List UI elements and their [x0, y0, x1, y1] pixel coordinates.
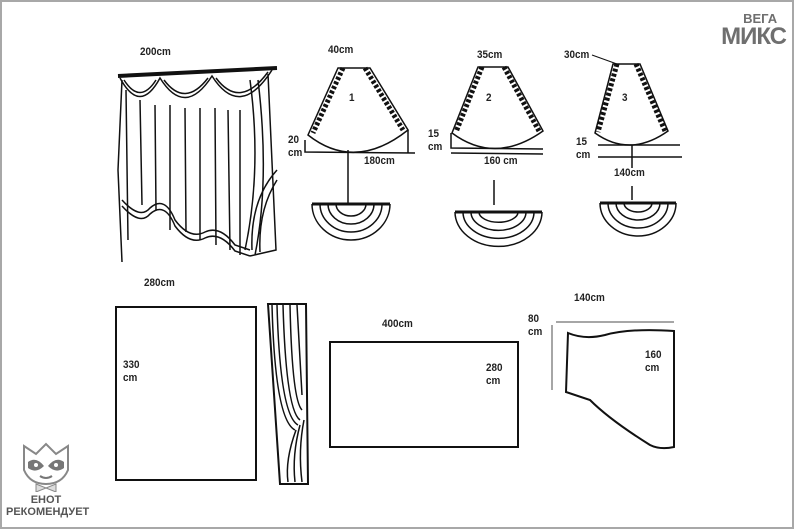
piece3-side-label: 15 cm [576, 136, 591, 161]
piece1-top-label: 40cm [328, 44, 354, 56]
rect-width-label: 400cm [382, 318, 413, 330]
swag-pattern-2 [450, 65, 544, 248]
racoon-icon [23, 442, 69, 492]
rect-height-label: 280 cm [486, 362, 503, 387]
piece3-bottom-label: 140cm [614, 167, 645, 179]
piece3-top-label: 30cm [564, 49, 590, 61]
piece1-side-label: 20 cm [288, 134, 303, 159]
piece2-top-label: 35cm [477, 49, 503, 61]
piece1-number: 1 [349, 92, 355, 104]
piece2-number: 2 [486, 92, 492, 104]
racoon-badge: ЕНОТ РЕКОМЕНДУЕТ [6, 440, 89, 518]
panel-height-label: 330 cm [123, 359, 140, 384]
shaped-width-label: 140cm [574, 292, 605, 304]
curtain-width-label: 200cm [140, 46, 171, 58]
curtain-illustration [117, 66, 278, 263]
piece3-number: 3 [622, 92, 628, 104]
piece1-bottom-label: 180cm [364, 155, 395, 167]
vega-miks-logo: ВЕГА МИКС [721, 11, 787, 50]
piece2-bottom-label: 160 cm [484, 155, 518, 167]
shaped-pattern [564, 329, 675, 450]
panel-rectangle [115, 306, 257, 481]
valance-rectangle [329, 341, 519, 448]
panel-width-label: 280cm [144, 277, 175, 289]
shaped-height-label: 160 cm [645, 349, 662, 374]
swag-pattern-3 [591, 54, 682, 237]
piece2-side-label: 15 cm [428, 128, 443, 153]
side-drape-illustration [266, 303, 310, 485]
swag-pattern-1 [304, 66, 416, 241]
shaped-side-label: 80 cm [528, 313, 543, 338]
